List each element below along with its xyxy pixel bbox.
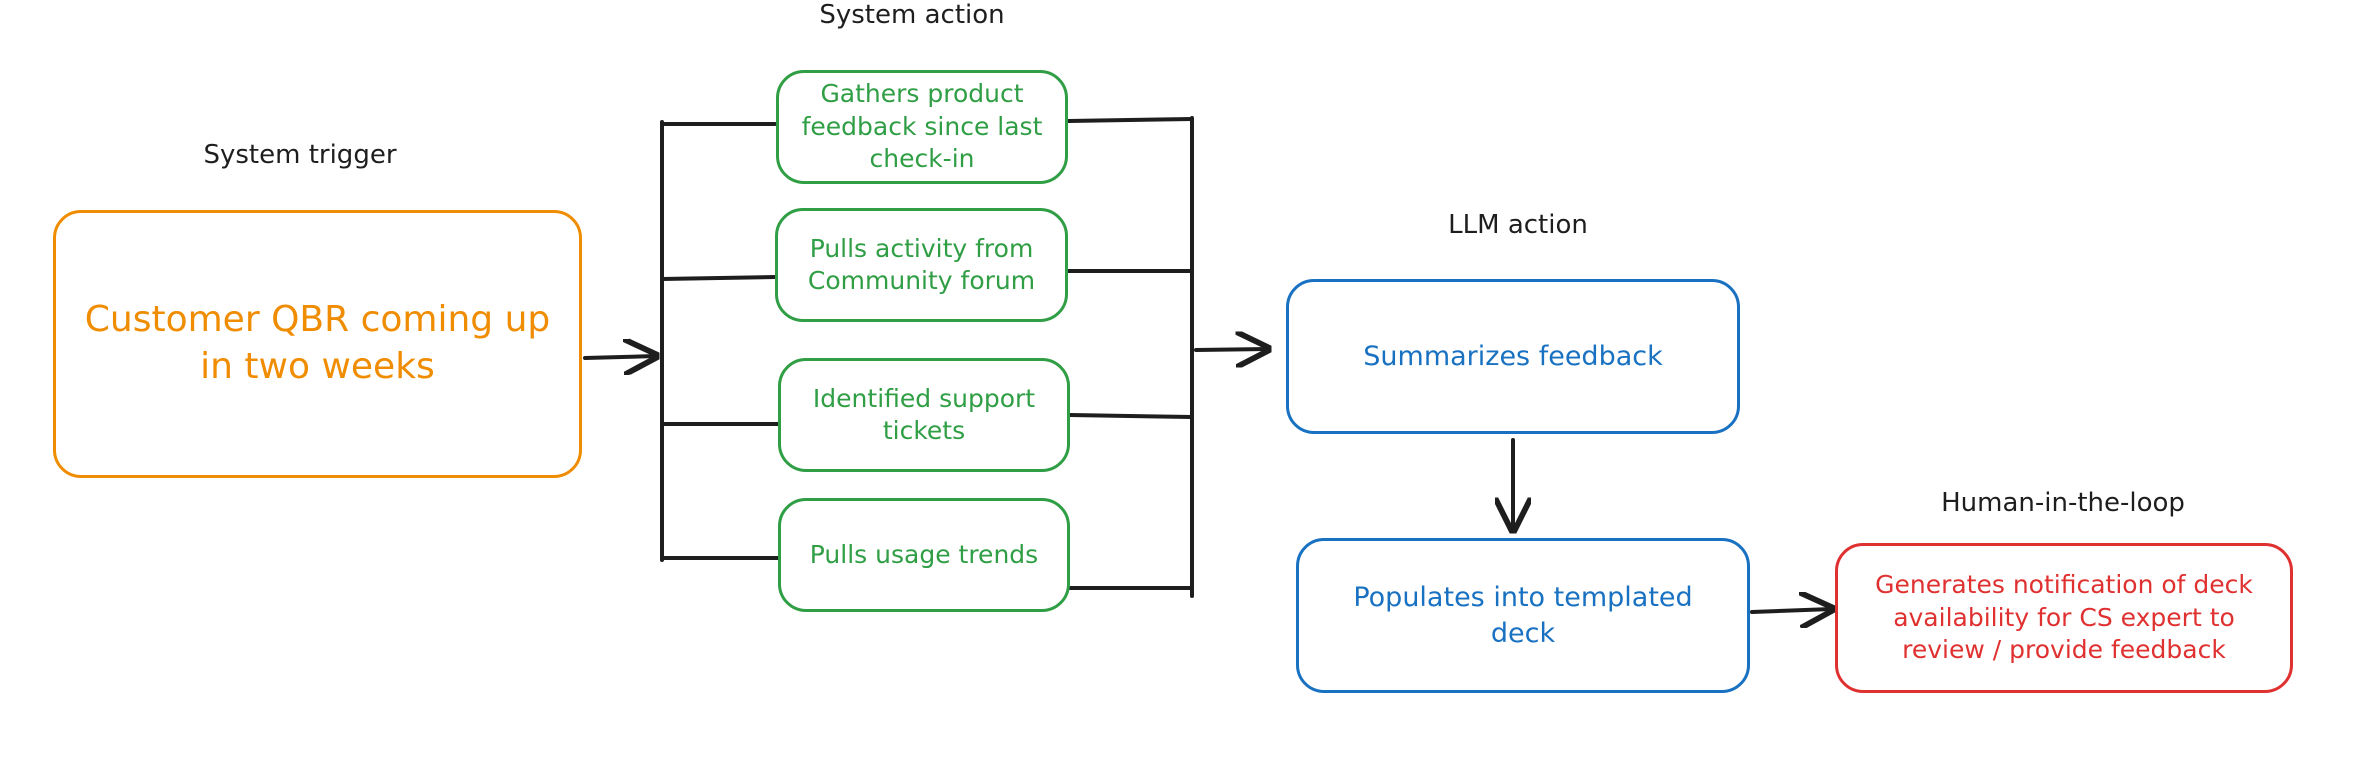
system-action-box: Pulls usage trends [778, 498, 1070, 612]
branch-right-3 [1068, 413, 1194, 419]
human-review-text: Generates notification of deck availabil… [1875, 570, 2253, 665]
system-action-text: Identified support tickets [812, 383, 1036, 446]
llm-deck-text: Populates into templated deck [1353, 582, 1693, 649]
system-action-box: Gathers product feedback since last chec… [776, 70, 1068, 184]
heading-human-in-the-loop: Human-in-the-loop [1941, 488, 2185, 518]
trigger-box: Customer QBR coming up in two weeks [53, 210, 582, 478]
branch-right-1 [1066, 117, 1194, 123]
heading-system-action: System action [819, 0, 1005, 30]
llm-deck-box: Populates into templated deck [1296, 538, 1750, 693]
arrow-deck-to-human [1750, 609, 1832, 612]
arrow-trigger-to-actions [583, 356, 656, 358]
llm-summary-box: Summarizes feedback [1286, 279, 1740, 434]
branch-left-2 [660, 275, 777, 281]
human-review-box: Generates notification of deck availabil… [1835, 543, 2293, 693]
arrow-actions-to-llm [1194, 349, 1268, 350]
system-action-text: Gathers product feedback since last chec… [801, 79, 1043, 174]
system-action-box: Pulls activity from Community forum [775, 208, 1068, 322]
heading-llm-action: LLM action [1448, 210, 1588, 240]
system-action-text: Pulls usage trends [809, 539, 1039, 569]
llm-summary-text: Summarizes feedback [1363, 340, 1663, 372]
system-action-text: Pulls activity from Community forum [807, 233, 1036, 296]
trigger-text: Customer QBR coming up in two weeks [84, 299, 551, 387]
system-action-box: Identified support tickets [778, 358, 1070, 472]
heading-system-trigger: System trigger [203, 140, 397, 170]
